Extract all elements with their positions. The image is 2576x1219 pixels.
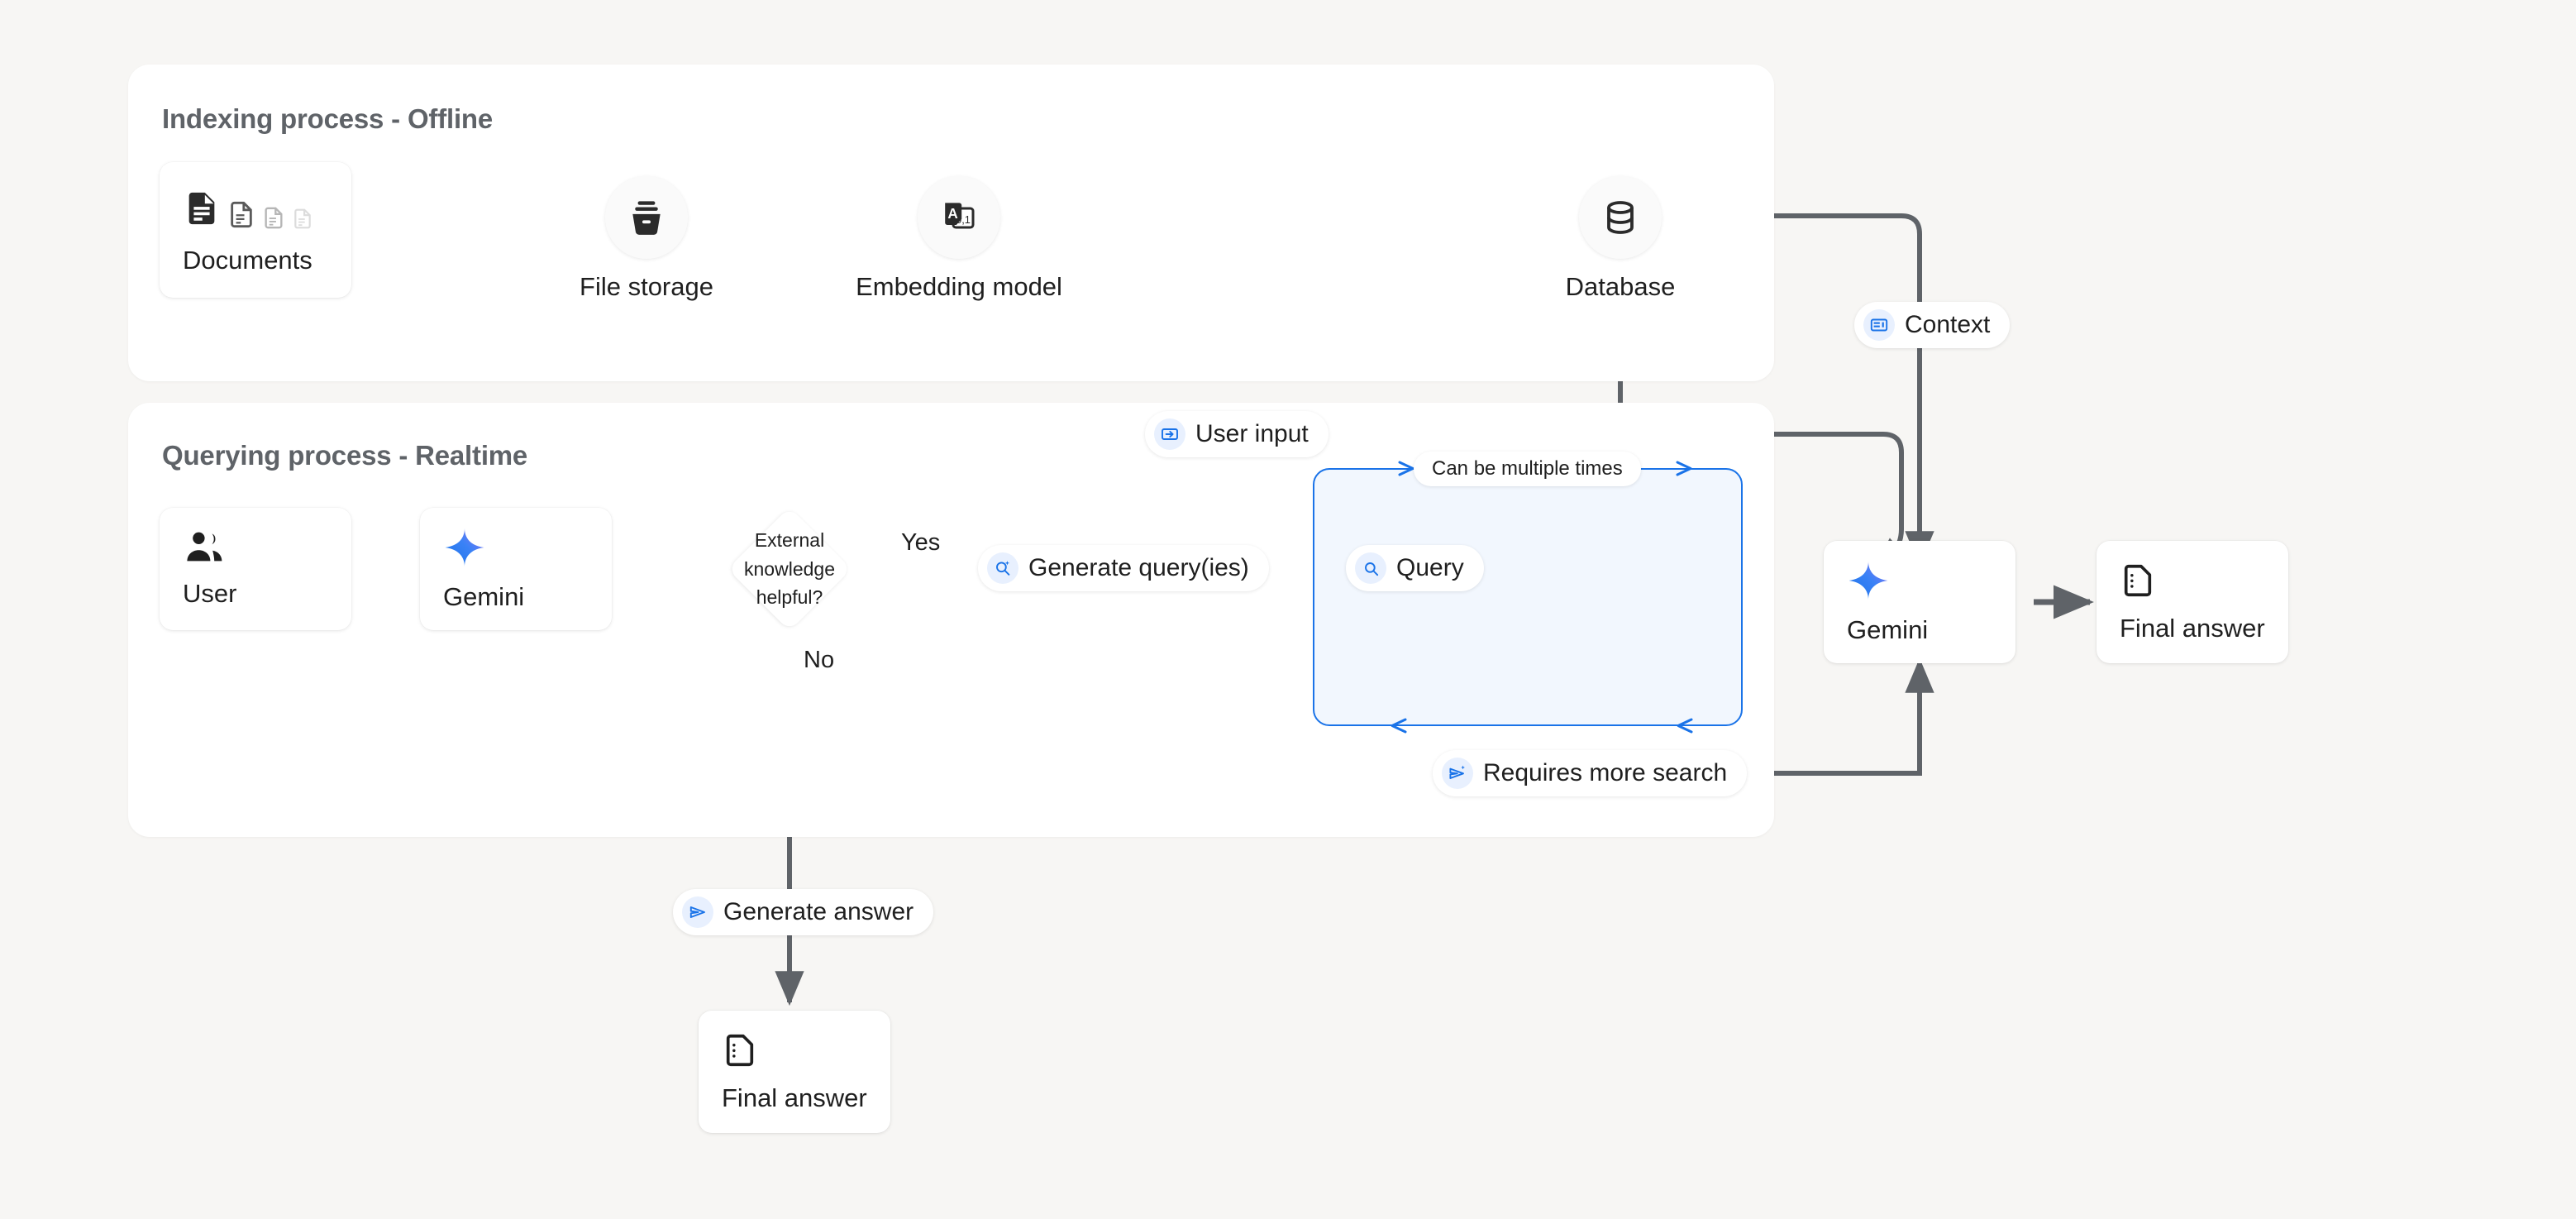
- badge-generate-answer-label: Generate answer: [723, 898, 914, 925]
- send-icon: [682, 896, 713, 928]
- badge-user-input[interactable]: User input: [1145, 411, 1329, 457]
- badge-query[interactable]: Query: [1346, 545, 1484, 591]
- loop-box-multiple-times: [1313, 468, 1743, 726]
- node-user[interactable]: User: [160, 508, 351, 630]
- node-final-answer-bottom-label: Final answer: [722, 1083, 867, 1112]
- file-storage-icon: [632, 201, 661, 235]
- search-icon: [1355, 552, 1386, 584]
- node-final-answer-right[interactable]: Final answer: [2097, 541, 2288, 663]
- node-decision-external-knowledge[interactable]: External knowledge helpful?: [707, 495, 872, 643]
- svg-text:A: A: [947, 205, 957, 222]
- badge-can-be-multiple-times: Can be multiple times: [1414, 452, 1641, 486]
- badge-generate-queries[interactable]: Generate query(ies): [978, 545, 1269, 591]
- badge-generate-answer[interactable]: Generate answer: [673, 889, 934, 935]
- panel-indexing-title: Indexing process - Offline: [162, 103, 494, 134]
- answer-doc-icon: [722, 1030, 867, 1070]
- node-embedding-model-indexing-label: Embedding model: [856, 272, 1062, 301]
- node-database-label: Database: [1565, 272, 1676, 301]
- edge-label-no: No: [804, 647, 835, 673]
- answer-doc-icon: [2120, 561, 2265, 600]
- embedding-model-icon-circle: 0,1 A: [918, 176, 1000, 259]
- badge-can-be-multiple-times-label: Can be multiple times: [1432, 457, 1623, 480]
- node-user-label: User: [183, 579, 237, 608]
- input-arrow-icon: [1154, 418, 1185, 450]
- edge-label-yes: Yes: [901, 529, 941, 556]
- send-sparkle-icon: [1442, 758, 1473, 789]
- gemini-sparkle-icon: [443, 526, 589, 569]
- panel-querying-title: Querying process - Realtime: [162, 440, 528, 471]
- node-embedding-model-indexing[interactable]: 0,1 A Embedding model: [856, 176, 1062, 302]
- search-sparkle-icon: [987, 552, 1018, 584]
- node-documents-label: Documents: [183, 246, 312, 275]
- database-icon: [1607, 201, 1634, 234]
- documents-stack-icon: [183, 184, 328, 232]
- badge-user-input-label: User input: [1195, 420, 1309, 447]
- badge-context-label: Context: [1905, 311, 1991, 338]
- node-gemini-left[interactable]: Gemini: [420, 508, 612, 630]
- node-final-answer-bottom[interactable]: Final answer: [699, 1011, 890, 1133]
- node-final-answer-right-label: Final answer: [2120, 614, 2265, 643]
- badge-context[interactable]: Context: [1854, 302, 2011, 348]
- node-gemini-right-label: Gemini: [1847, 615, 1929, 644]
- badge-requires-more-search[interactable]: Requires more search: [1433, 750, 1748, 796]
- node-decision-label: External knowledge helpful?: [744, 529, 835, 609]
- node-gemini-right[interactable]: Gemini: [1824, 541, 2015, 663]
- node-gemini-left-label: Gemini: [443, 582, 525, 611]
- database-icon-circle: [1579, 176, 1662, 259]
- node-documents[interactable]: Documents: [160, 162, 351, 298]
- file-storage-icon-circle: [605, 176, 688, 259]
- node-file-storage-label: File storage: [580, 272, 713, 301]
- badge-generate-queries-label: Generate query(ies): [1028, 554, 1249, 581]
- context-snippet-icon: [1863, 309, 1895, 341]
- node-database[interactable]: Database: [1546, 176, 1695, 302]
- user-group-icon: [183, 529, 328, 566]
- node-file-storage[interactable]: File storage: [572, 176, 721, 302]
- badge-query-label: Query: [1396, 554, 1464, 581]
- gemini-sparkle-icon: [1847, 559, 1992, 602]
- badge-requires-more-search-label: Requires more search: [1483, 759, 1728, 786]
- embedding-model-icon: 0,1 A: [945, 203, 975, 229]
